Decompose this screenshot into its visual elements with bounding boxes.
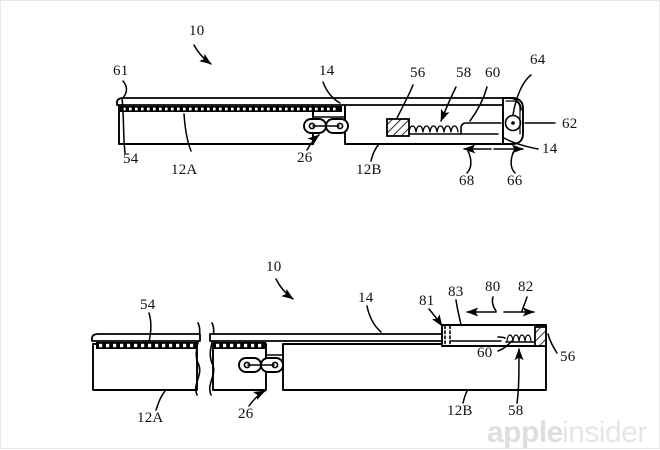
assembly-arrow-10-lower <box>275 278 294 300</box>
label-fig2-10: 10 <box>266 259 281 275</box>
direction-arrows-upper <box>463 144 524 174</box>
watermark-insider: insider <box>562 416 647 449</box>
upper-figure-group: 10 61 14 56 58 60 64 62 14 54 12A 26 12B… <box>113 23 577 189</box>
appleinsider-watermark: apple insider <box>487 416 648 449</box>
label-fig2-80: 80 <box>485 279 500 295</box>
display-attachment-54-upper <box>120 106 342 112</box>
labels-lower: 10 54 14 81 83 80 82 60 56 58 12A 26 12B <box>137 259 576 426</box>
direction-arrows-lower <box>466 296 535 317</box>
lower-figure-group: 10 54 14 81 83 80 82 60 56 58 12A 26 12B <box>91 259 576 426</box>
flexible-display-14-lower-left <box>91 333 201 342</box>
label-fig2-12A: 12A <box>137 410 163 426</box>
anchor-block-56-lower <box>534 326 547 347</box>
labels-upper: 10 61 14 56 58 60 64 62 14 54 12A 26 12B… <box>113 23 577 189</box>
assembly-arrow-10-upper <box>193 44 212 65</box>
label-fig2-60: 60 <box>477 345 492 361</box>
label-fig1-68: 68 <box>459 173 474 189</box>
carriage-83-lower <box>441 324 547 347</box>
label-fig2-14: 14 <box>358 290 374 306</box>
anchor-block-56-upper <box>386 118 410 137</box>
label-fig1-26: 26 <box>297 150 313 166</box>
housing-12a-lower-left <box>92 343 198 391</box>
display-end-member-60-upper <box>460 122 502 135</box>
housing-12b-upper <box>344 103 504 145</box>
label-fig1-12A: 12A <box>171 162 197 178</box>
spring-58-upper <box>408 125 462 135</box>
label-fig2-26: 26 <box>238 406 254 422</box>
label-fig2-82: 82 <box>518 279 533 295</box>
label-fig2-83: 83 <box>448 284 463 300</box>
slide-gap-lower <box>265 343 284 356</box>
label-fig1-10: 10 <box>189 23 204 39</box>
label-fig1-12B: 12B <box>356 162 382 178</box>
flexible-display-14-upper <box>116 97 510 106</box>
label-fig2-56: 56 <box>560 349 576 365</box>
label-fig1-14-top: 14 <box>319 63 335 79</box>
display-end-member-60-lower <box>449 336 506 342</box>
housing-12b-lower <box>282 343 547 391</box>
label-fig1-60: 60 <box>485 65 500 81</box>
label-fig1-14-right: 14 <box>542 141 558 157</box>
label-fig1-62: 62 <box>562 116 577 132</box>
label-fig1-66: 66 <box>507 173 523 189</box>
label-fig1-58: 58 <box>456 65 471 81</box>
engagement-feature-81 <box>444 325 451 346</box>
label-fig1-64: 64 <box>530 52 546 68</box>
link-mechanism-26-lower <box>238 357 284 373</box>
label-fig2-12B: 12B <box>447 403 473 419</box>
watermark-apple: apple <box>487 416 563 449</box>
label-fig1-56: 56 <box>410 65 426 81</box>
label-fig2-81: 81 <box>419 293 434 309</box>
leader-lines-upper <box>121 74 556 162</box>
display-attachment-54-lower <box>96 342 266 349</box>
leader-lines-lower <box>148 299 558 411</box>
link-mechanism-26-upper <box>303 118 349 134</box>
label-fig1-54: 54 <box>123 151 139 167</box>
label-fig2-54: 54 <box>140 297 156 313</box>
label-fig2-58: 58 <box>508 403 523 419</box>
roller-assembly-upper <box>502 97 524 145</box>
label-fig1-61: 61 <box>113 63 128 79</box>
